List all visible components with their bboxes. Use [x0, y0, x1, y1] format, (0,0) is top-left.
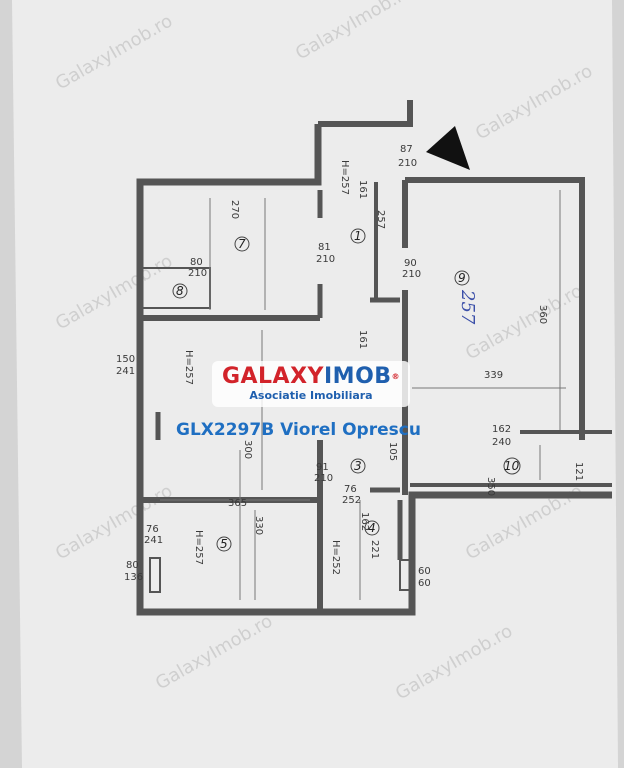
handwritten-note: 257	[457, 289, 478, 325]
dim-label: 136	[124, 572, 143, 583]
wall-room-9	[405, 177, 585, 440]
dim-label: 60	[418, 578, 431, 589]
logo-part-imob: IMOB	[323, 364, 392, 389]
dim-label: 241	[144, 535, 163, 546]
dim-label: 162	[492, 424, 511, 435]
room-number: 1	[354, 229, 362, 243]
dim-label: H=257	[193, 530, 204, 565]
dim-label: 221	[369, 540, 380, 559]
dim-label: 60	[418, 566, 431, 577]
north-arrow-icon	[426, 126, 470, 170]
dim-label: 210	[402, 269, 421, 280]
room-marker	[172, 283, 188, 299]
room-marker	[364, 520, 380, 536]
room-number: 9	[458, 271, 466, 285]
dim-label: H=257	[183, 350, 194, 385]
dim-label: 80	[126, 560, 139, 571]
dim-label: 161	[357, 180, 368, 199]
logo-tagline: Asociatie Imobiliara	[249, 389, 373, 402]
room-marker	[350, 228, 366, 244]
dim-label: 161	[357, 330, 368, 349]
dim-label: 105	[387, 442, 398, 461]
logo-part-galaxy: GALAXY	[221, 364, 324, 389]
dim-label: 257	[375, 210, 386, 229]
room-marker	[234, 236, 250, 252]
dim-label: 365	[228, 498, 247, 509]
room-marker	[350, 458, 366, 474]
dim-label: 76	[146, 524, 159, 535]
dim-label: 270	[229, 200, 240, 219]
dim-label: 339	[484, 370, 503, 381]
dim-label: 121	[573, 462, 584, 481]
room-number: 8	[176, 284, 184, 298]
dim-label: 241	[116, 366, 135, 377]
dimension-lines	[160, 190, 566, 600]
outer-wall	[136, 124, 612, 616]
dim-label: H=257	[339, 160, 350, 195]
room-marker	[503, 457, 521, 475]
dim-label: 76	[344, 484, 357, 495]
logo-wordmark: GALAXYIMOB®	[212, 365, 410, 389]
dim-label: 252	[342, 495, 361, 506]
dim-label: 330	[253, 516, 264, 535]
dim-label: H=252	[330, 540, 341, 575]
dim-label: 87	[400, 144, 413, 155]
dim-label: 162	[359, 512, 370, 531]
dim-label: 91	[316, 462, 329, 473]
registered-mark-icon: ®	[391, 372, 401, 381]
dim-label: 350	[485, 477, 496, 496]
room-number: 10	[504, 459, 520, 473]
dim-label: 300	[242, 440, 253, 459]
room-number: 4	[368, 521, 376, 535]
room-number: 3	[354, 459, 362, 473]
window	[149, 557, 161, 593]
dim-label: 210	[314, 473, 333, 484]
dim-label: 240	[492, 437, 511, 448]
dimension-labels: 87 210 H=257 161 257 270 81 210 90 210 8…	[116, 144, 584, 589]
room-number: 7	[238, 237, 246, 251]
dim-label: 210	[188, 268, 207, 279]
listing-code-text: GLX2297B Viorel Oprescu	[176, 420, 421, 440]
dim-label: 80	[190, 257, 203, 268]
room-marker	[216, 536, 232, 552]
dim-label: 210	[398, 158, 417, 169]
outer-wall-top	[318, 100, 413, 127]
window	[399, 559, 411, 591]
room-marker	[454, 270, 470, 286]
dim-label: 360	[537, 305, 548, 324]
dim-label: 81	[318, 242, 331, 253]
room-labels: 1 3 4 5 7 8 9 10	[172, 228, 521, 552]
dim-label: 150	[116, 354, 135, 365]
room-number: 5	[220, 537, 228, 551]
dim-label: 90	[404, 258, 417, 269]
dim-label: 210	[316, 254, 335, 265]
galaxyimob-logo: GALAXYIMOB® Asociatie Imobiliara	[212, 361, 410, 407]
